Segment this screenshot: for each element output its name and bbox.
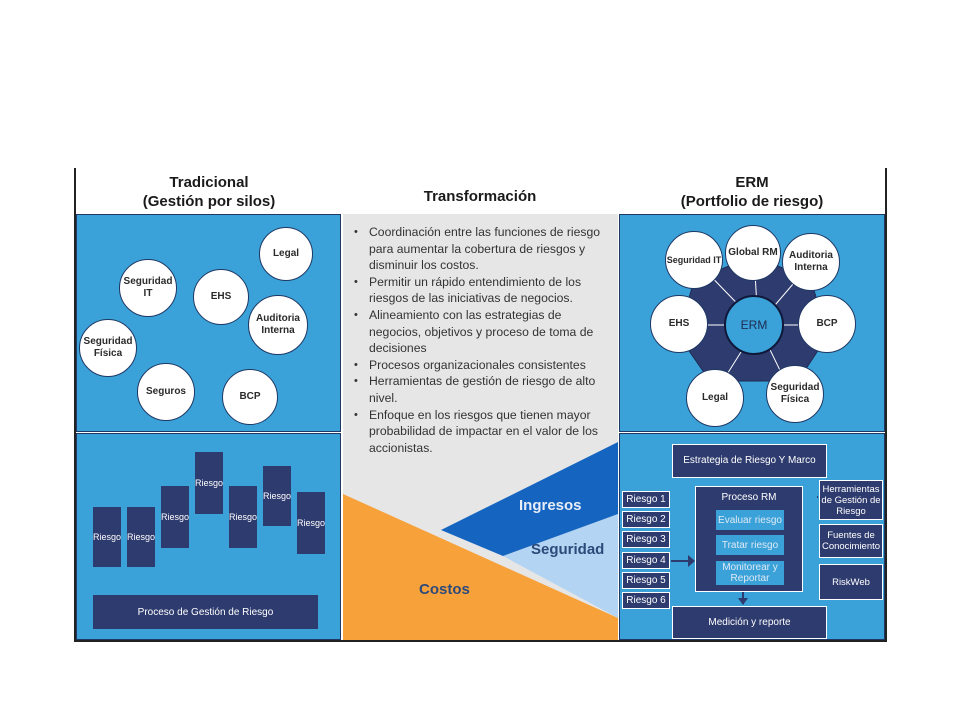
erm-node-ehs: EHS (650, 295, 708, 353)
erm-node-auditoria-interna: Auditoria Interna (782, 233, 840, 291)
erm-node-seguridad-it: Seguridad IT (665, 231, 723, 289)
proceso-rm-box: Proceso RM Evaluar riesgo Tratar riesgo … (695, 486, 803, 592)
silo-seguros: Seguros (137, 363, 195, 421)
center-panel: Coordinación entre las funciones de ries… (343, 214, 618, 640)
evaluar-riesgo-box: Evaluar riesgo (716, 510, 784, 530)
riesgo-block: Riesgo (127, 507, 155, 567)
tool-fuentes-conocimiento: Fuentes de Conocimiento (819, 524, 883, 558)
seguridad-area (503, 514, 618, 618)
erm-node-legal: Legal (686, 369, 744, 427)
riesgo-block: Riesgo (263, 466, 291, 526)
transformation-bullets: Coordinación entre las funciones de ries… (353, 224, 615, 456)
erm-hub: ERM (724, 295, 784, 355)
riesgo-block: Riesgo (93, 507, 121, 567)
riesgo-block: Riesgo (297, 492, 325, 554)
silo-seguridad-fisica: Seguridad Física (79, 319, 137, 377)
proceso-rm-title: Proceso RM (721, 492, 777, 503)
left-title: Tradicional (Gestión por silos) (76, 173, 342, 211)
transformation-triangles (343, 442, 618, 640)
left-title-line1: Tradicional (169, 174, 249, 191)
riesgo-block: Riesgo (229, 486, 257, 548)
process-connectors (671, 496, 818, 605)
costos-label: Costos (419, 581, 470, 598)
bullet-item: Permitir un rápido entendimiento de los … (354, 274, 615, 307)
riesgo-block: Riesgo (195, 452, 223, 514)
costos-area (343, 494, 618, 640)
center-title: Transformación (423, 188, 537, 205)
bullet-item: Herramientas de gestión de riesgo de alt… (354, 373, 615, 406)
erm-node-bcp: BCP (798, 295, 856, 353)
riesgo-tag: Riesgo 6 (622, 592, 670, 609)
silo-bcp: BCP (222, 369, 278, 425)
silo-auditoria-interna: Auditoria Interna (248, 295, 308, 355)
riesgo-tag: Riesgo 2 (622, 511, 670, 528)
right-title-line2: (Portfolio de riesgo) (680, 193, 824, 210)
left-title-line2: (Gestión por silos) (142, 193, 276, 210)
riesgo-tag: Riesgo 5 (622, 572, 670, 589)
bullet-item: Procesos organizacionales consistentes (354, 357, 615, 374)
tool-herramientas: Herramientas de Gestión de Riesgo (819, 480, 883, 520)
process-gestion-riesgo-bar: Proceso de Gestión de Riesgo (93, 595, 318, 629)
monitorear-reportar-box: Monitorear y Reportar (716, 561, 784, 585)
right-title: ERM (Portfolio de riesgo) (619, 173, 885, 211)
riesgo-block: Riesgo (161, 486, 189, 548)
left-silos-panel: Legal Seguridad IT EHS Auditoria Interna… (76, 214, 341, 432)
seguridad-label: Seguridad (531, 541, 605, 558)
bullet-item: Enfoque en los riesgos que tienen mayor … (354, 407, 615, 457)
bullet-item: Alineamiento con las estrategias de nego… (354, 307, 615, 357)
riesgo-tag: Riesgo 4 (622, 552, 670, 569)
tratar-riesgo-box: Tratar riesgo (716, 535, 784, 555)
left-process-panel: Riesgo Riesgo Riesgo Riesgo Riesgo Riesg… (76, 433, 341, 640)
ingresos-label: Ingresos (519, 497, 582, 514)
right-title-line1: ERM (735, 174, 769, 191)
tool-riskweb: RiskWeb (819, 564, 883, 600)
riesgo-tag: Riesgo 1 (622, 491, 670, 508)
silo-legal: Legal (259, 227, 313, 281)
bullet-item: Coordinación entre las funciones de ries… (354, 224, 615, 274)
silo-seguridad-it: Seguridad IT (119, 259, 177, 317)
ingresos-area (441, 442, 618, 556)
silo-ehs: EHS (193, 269, 249, 325)
erm-node-global-rm: Global RM (725, 225, 781, 281)
estrategia-box: Estrategia de Riesgo Y Marco (672, 444, 827, 478)
erm-node-seguridad-fisica: Seguridad Física (766, 365, 824, 423)
medicion-reporte-box: Medición y reporte (672, 606, 827, 639)
right-erm-panel: ERM Seguridad IT Global RM Auditoria Int… (619, 214, 885, 432)
riesgo-tag: Riesgo 3 (622, 531, 670, 548)
right-process-panel: Estrategia de Riesgo Y Marco Riesgo 1 Ri… (619, 433, 885, 640)
